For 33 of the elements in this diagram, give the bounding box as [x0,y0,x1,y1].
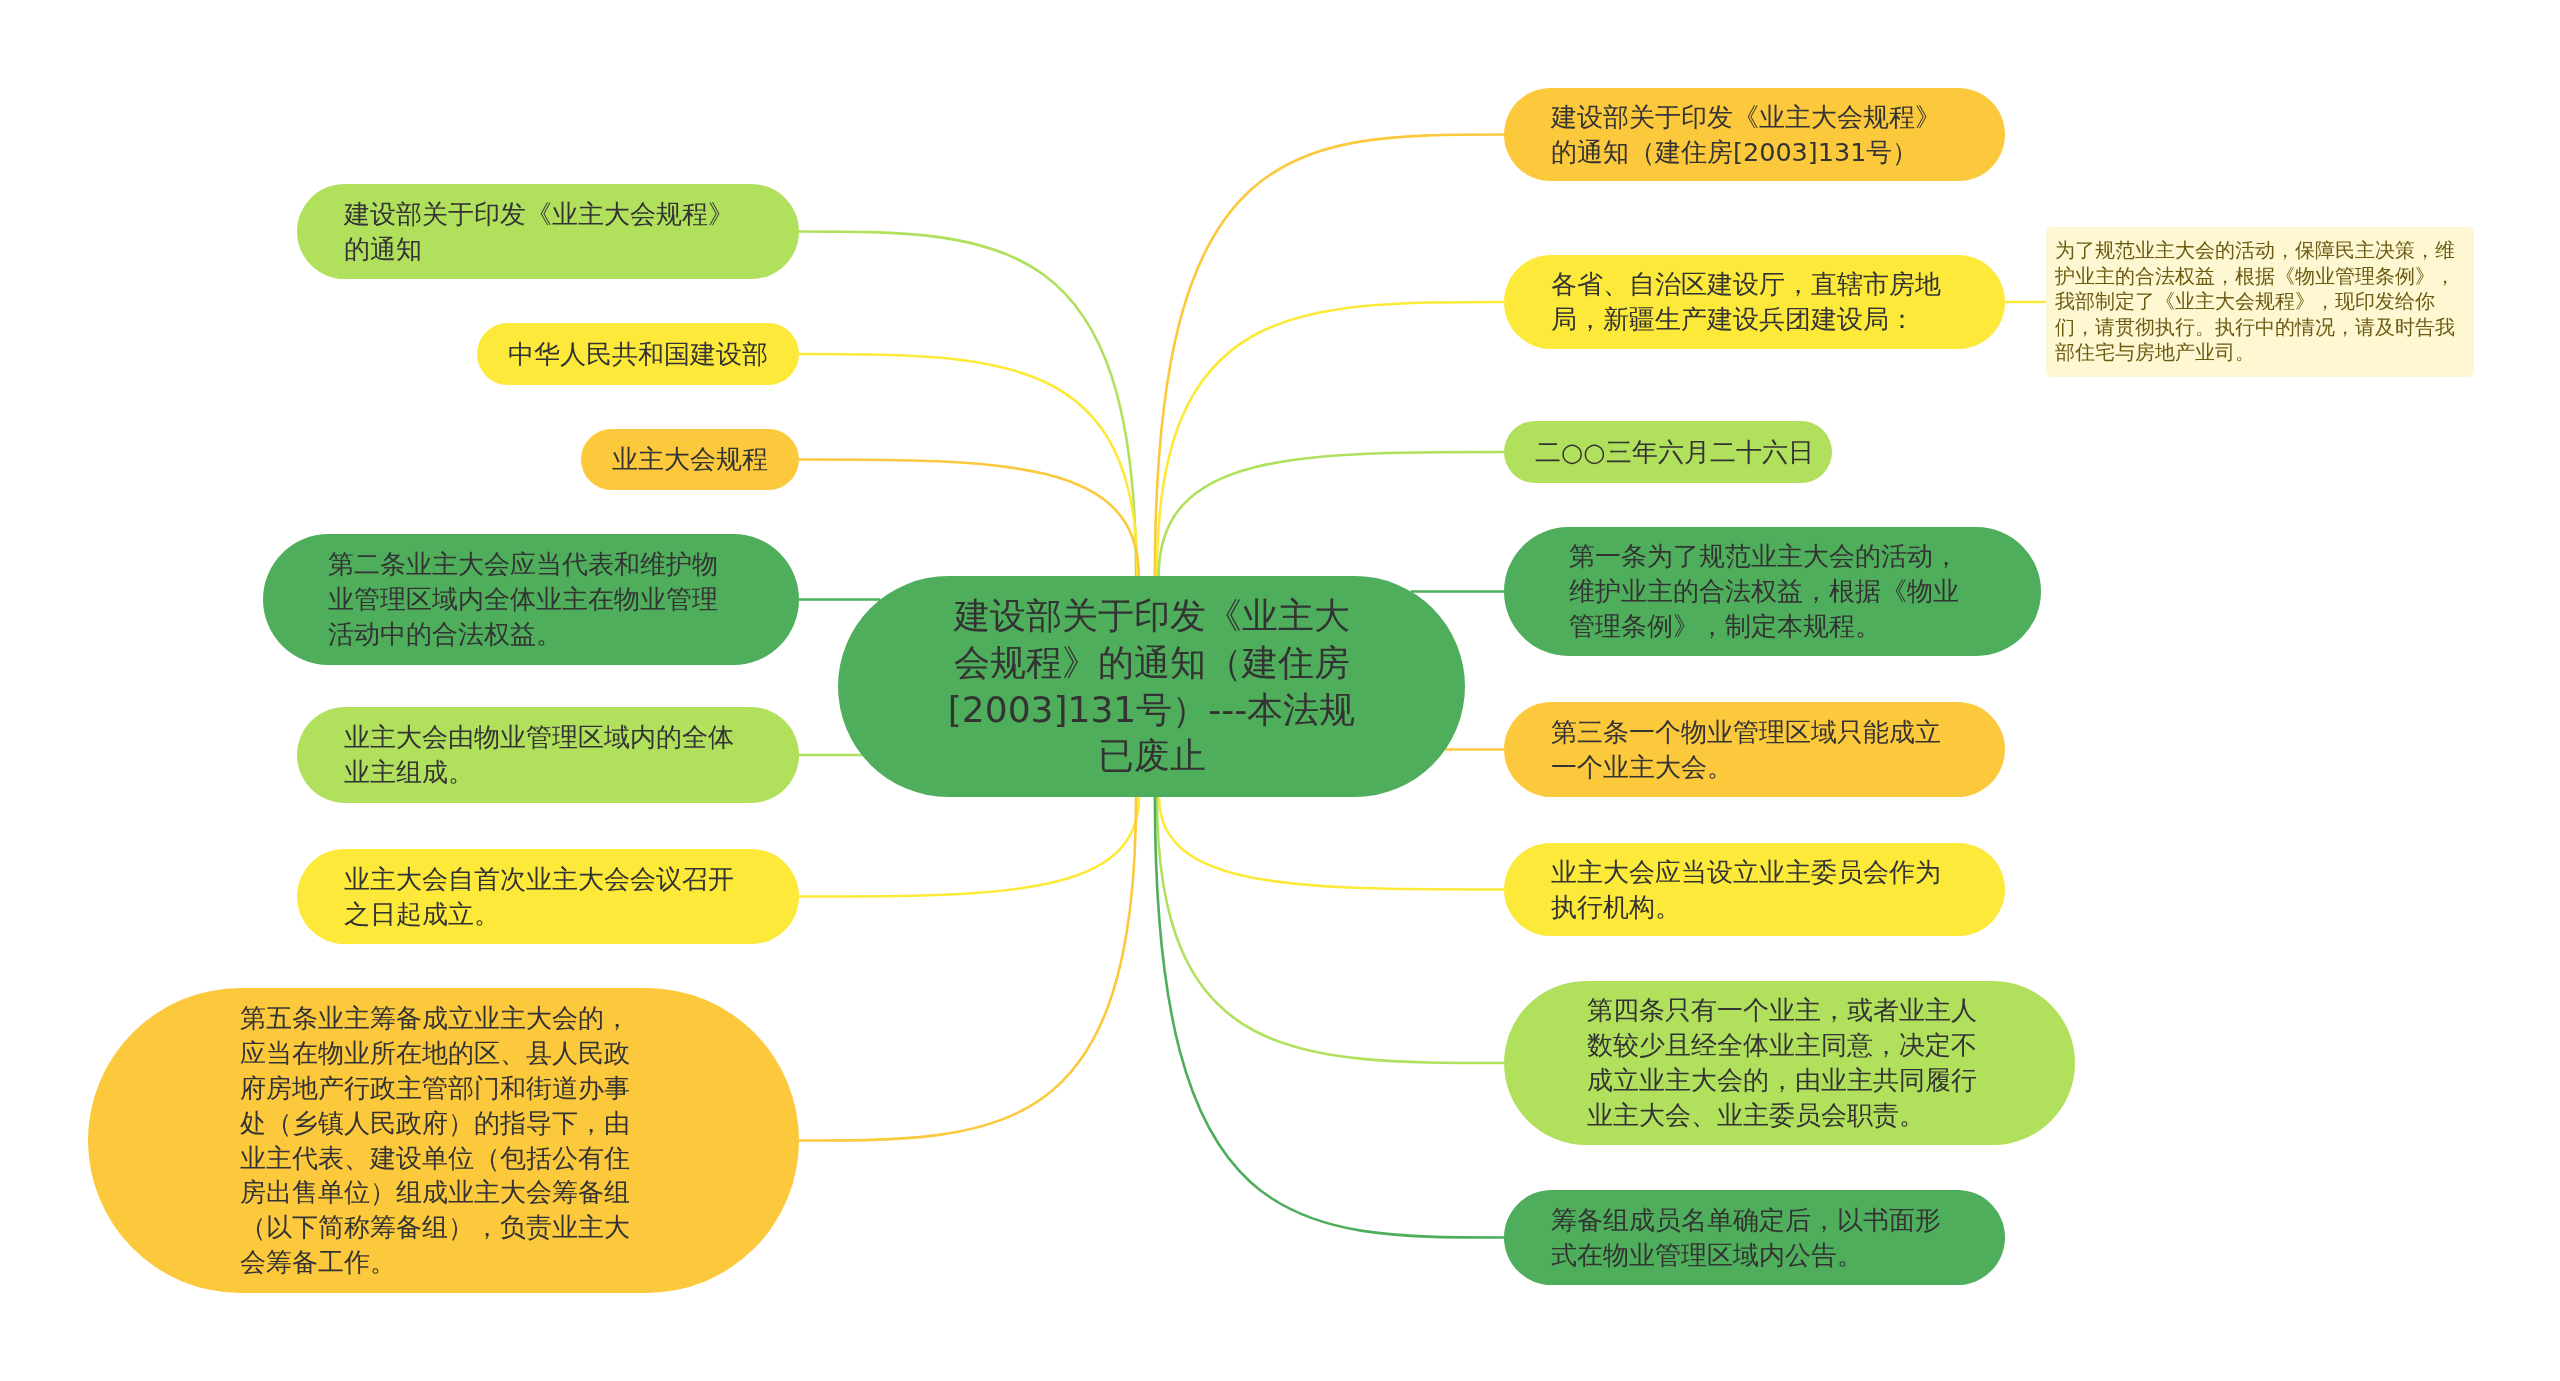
connector-line [1153,133,1504,577]
connector-line [1157,796,1504,891]
topic-pill: 业主大会应当设立业主委员会作为执行机构。 [1504,843,2005,936]
connector-line [1410,590,1504,593]
topic-pill: 第二条业主大会应当代表和维护物业管理区域内全体业主在物业管理活动中的合法权益。 [263,534,799,665]
central-topic: 建设部关于印发《业主大会规程》的通知（建住房[2003]131号）---本法规已废止 [838,576,1465,797]
connector-line [799,598,881,601]
topic-pill: 业主大会由物业管理区域内的全体业主组成。 [297,707,799,803]
topic-pill: 第五条业主筹备成立业主大会的，应当在物业所在地的区、县人民政府房地产行政主管部门和街道办事处（乡镇人民政府）的指导下，由业主代表、建设单位（包括公有住房出售单位）组成业主大会筹备组（以下简称筹备组），负责业主大会筹备工作。 [88,988,799,1293]
topic-pill: 业主大会规程 [581,429,799,490]
topic-pill: 各省、自治区建设厅，直辖市房地局，新疆生产建设兵团建设局： [1504,255,2005,349]
topic-pill: 第三条一个物业管理区域只能成立一个业主大会。 [1504,702,2005,797]
connector-line [1153,796,1504,1239]
connector-line [799,352,1139,577]
topic-pill: 中华人民共和国建设部 [477,323,799,385]
connector-line [799,796,1138,1142]
topic-pill: 建设部关于印发《业主大会规程》的通知（建住房[2003]131号） [1504,88,2005,181]
connector-line [799,753,862,757]
connector-line [2005,300,2046,304]
topic-pill: 第一条为了规范业主大会的活动，维护业主的合法权益，根据《物业管理条例》，制定本规程。 [1504,527,2041,656]
connector-line [799,796,1141,898]
topic-pill: 筹备组成员名单确定后，以书面形式在物业管理区域内公告。 [1504,1190,2005,1285]
topic-pill: 二○○三年六月二十六日 [1504,421,1832,483]
connector-line [1155,300,1504,577]
connector-line [1157,450,1504,577]
topic-pill: 第四条只有一个业主，或者业主人数较少且经全体业主同意，决定不成立业主大会的，由业主共同履行业主大会、业主委员会职责。 [1504,981,2075,1145]
connector-line [799,230,1138,577]
note-box: 为了规范业主大会的活动，保障民主决策，维护业主的合法权益，根据《物业管理条例》，我部制定了《业主大会规程》，现印发给你们，请贯彻执行。执行中的情况，请及时告我部住宅与房地产业司。 [2046,227,2474,377]
connector-line [799,458,1141,577]
topic-pill: 业主大会自首次业主大会会议召开之日起成立。 [297,849,799,944]
connector-line [1445,748,1504,751]
topic-pill: 建设部关于印发《业主大会规程》的通知 [297,184,799,279]
connector-line [1155,796,1504,1065]
